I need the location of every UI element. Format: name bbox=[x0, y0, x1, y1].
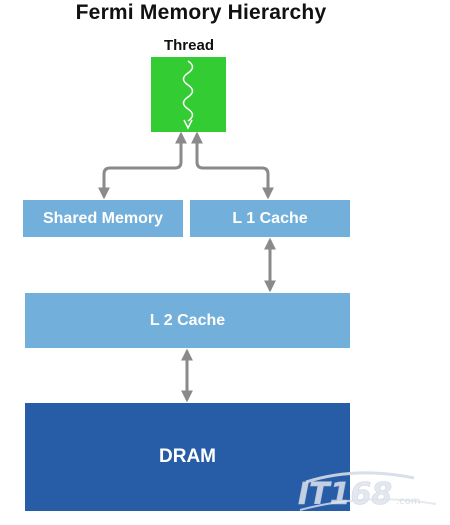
wavy-arrow-icon bbox=[182, 60, 194, 130]
thread-label: Thread bbox=[163, 37, 214, 54]
diagram-title: Fermi Memory Hierarchy bbox=[75, 1, 327, 24]
it168-logo: IT168 .com bbox=[296, 470, 446, 515]
thread-box bbox=[151, 57, 226, 132]
shared-memory-box: Shared Memory bbox=[23, 200, 183, 237]
l2-cache-box: L 2 Cache bbox=[25, 293, 350, 348]
l1-cache-box: L 1 Cache bbox=[190, 200, 350, 237]
svg-text:IT168: IT168 bbox=[298, 477, 392, 512]
arrow-thread-l1 bbox=[191, 131, 274, 200]
svg-text:.com: .com bbox=[396, 496, 421, 507]
dram-box: DRAM bbox=[25, 403, 350, 511]
arrow-thread-shared bbox=[98, 131, 187, 200]
